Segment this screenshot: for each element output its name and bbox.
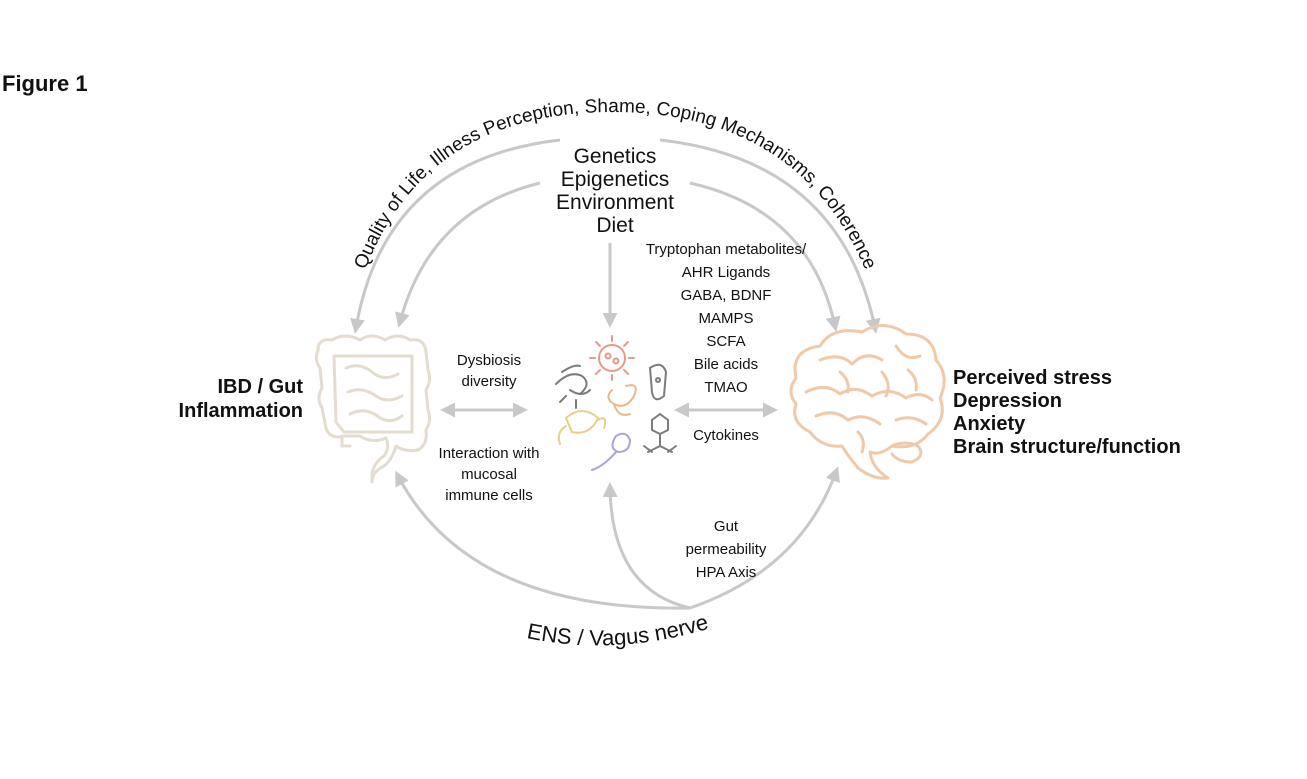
gut-label-line-1: Inflammation (179, 400, 303, 422)
bottom-arc-label: ENS / Vagus nerve (525, 609, 711, 650)
brain-label: Perceived stress Depression Anxiety Brai… (953, 367, 1181, 458)
bottom-center-labels: Gut permeability HPA Axis (686, 518, 767, 581)
dysbiosis-line-0: Dysbiosis (457, 352, 521, 369)
factor-list: Genetics Epigenetics Environment Diet (556, 145, 674, 237)
microbe-rod-icon (555, 364, 591, 409)
microbe-worm-icon (607, 384, 637, 416)
outer-arrows (350, 138, 881, 610)
interaction-line-2: immune cells (445, 487, 533, 504)
factor-2: Environment (556, 191, 674, 214)
mediator-2: GABA, BDNF (681, 287, 772, 304)
dysbiosis-line-1: diversity (461, 373, 517, 390)
interaction-line-1: mucosal (461, 466, 517, 483)
mediator-3: MAMPS (698, 310, 753, 327)
mediator-5: Bile acids (694, 356, 758, 373)
mediator-1: AHR Ligands (682, 264, 770, 281)
arrow-outer-right-arc (659, 138, 881, 334)
microbe-oval-icon (648, 363, 668, 401)
microbe-spiky-icon (589, 335, 635, 381)
brain-label-line-3: Brain structure/function (953, 436, 1181, 458)
colon-icon (314, 334, 432, 484)
arrow-bottom-to-gut (395, 470, 691, 610)
mediator-0: Tryptophan metabolites/ (646, 241, 807, 258)
cytokines-label: Cytokines (693, 427, 759, 444)
gut-label: IBD / Gut Inflammation (179, 376, 304, 422)
brain-icon (789, 324, 946, 480)
mediator-4: SCFA (706, 333, 745, 350)
factor-0: Genetics (574, 145, 657, 168)
brain-label-line-1: Depression (953, 390, 1062, 412)
gut-microbe-labels: Dysbiosis diversity Interaction with muc… (439, 352, 540, 504)
microbe-cluster-icon (555, 335, 677, 471)
arrow-bottom-to-microbiome (602, 482, 691, 610)
microbe-flagella-icon (557, 410, 607, 445)
arrow-outer-left-arc (350, 138, 561, 334)
brain-label-line-2: Anxiety (953, 413, 1026, 435)
arrow-genetics-to-gut (395, 181, 541, 328)
gut-label-line-0: IBD / Gut (217, 376, 303, 398)
factor-3: Diet (596, 214, 634, 237)
arrow-genetics-to-brain (689, 181, 841, 332)
bottom-label-1: permeability (686, 541, 767, 558)
microbe-phage-icon (643, 412, 677, 453)
brain-label-line-0: Perceived stress (953, 367, 1112, 389)
microbe-tailed-icon (591, 432, 632, 471)
arrow-bottom-to-brain (689, 466, 840, 610)
interaction-line-0: Interaction with (439, 445, 540, 462)
microbe-brain-labels: Tryptophan metabolites/ AHR Ligands GABA… (646, 241, 807, 444)
bottom-label-2: HPA Axis (696, 564, 757, 581)
figure-label: Figure 1 (2, 71, 88, 96)
bottom-label-0: Gut (714, 518, 739, 535)
mediator-6: TMAO (704, 379, 747, 396)
factor-1: Epigenetics (561, 168, 670, 191)
